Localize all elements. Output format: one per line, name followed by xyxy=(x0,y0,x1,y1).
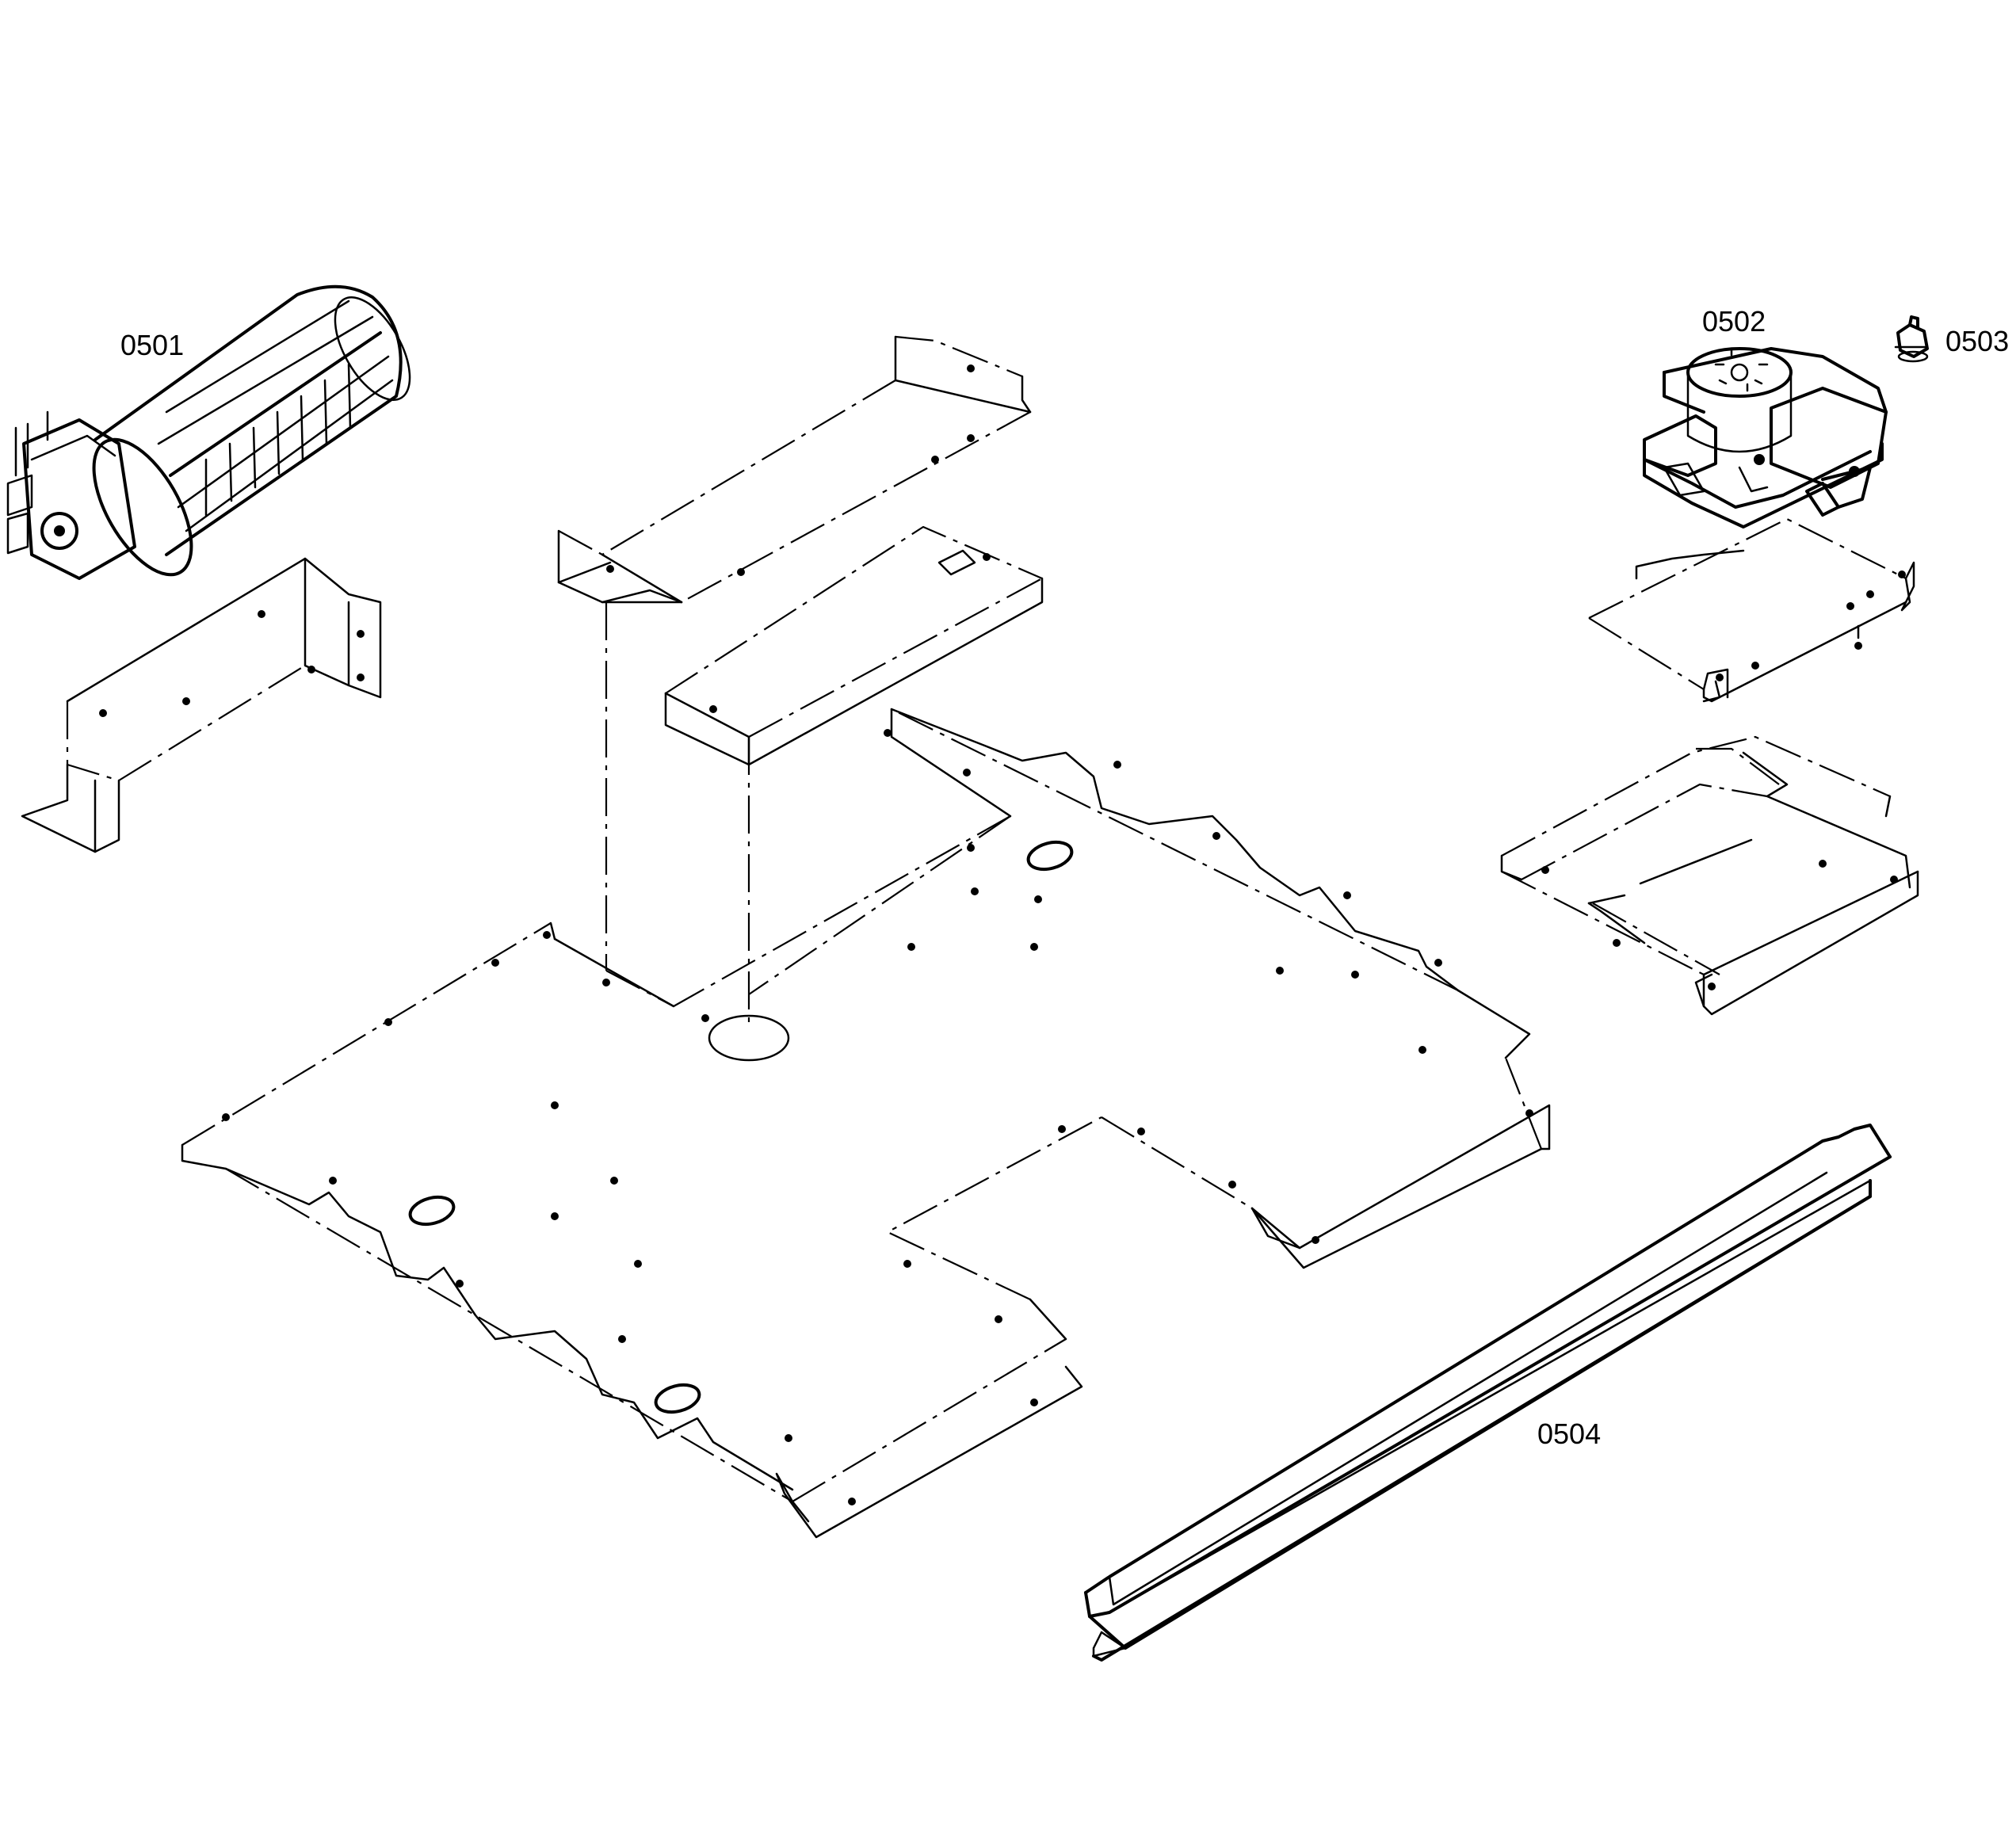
duct-drop-lines xyxy=(605,602,1011,1022)
thermostat-part xyxy=(1894,315,1929,363)
rotisserie-motor-assembly xyxy=(1643,347,1888,528)
rail-part xyxy=(1084,1124,1892,1662)
main-base-plate xyxy=(181,708,1551,1539)
lower-tray xyxy=(1500,735,1919,1016)
fan-mount-bracket xyxy=(21,557,382,853)
duct-cover-box xyxy=(664,525,1044,766)
label-0502: 0502 xyxy=(1702,305,1766,338)
label-0503: 0503 xyxy=(1945,325,2009,357)
motor-mount-tray xyxy=(1588,517,1915,703)
fan-motor-assembly xyxy=(6,284,411,580)
upper-duct-bracket xyxy=(557,335,1032,604)
fan-blade-lines xyxy=(204,363,352,517)
label-0504: 0504 xyxy=(1537,1418,1601,1450)
label-0501: 0501 xyxy=(120,329,184,361)
